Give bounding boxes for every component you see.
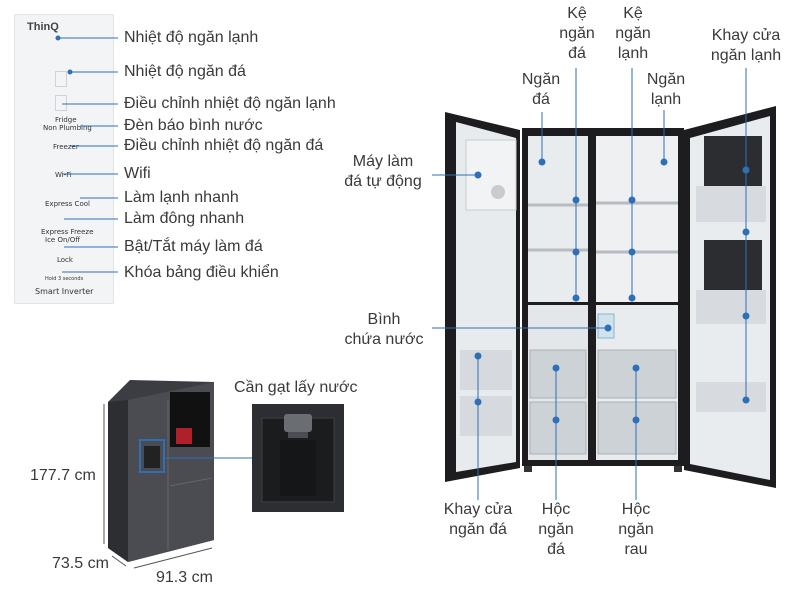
label-express-cool: Làm lạnh nhanh [124, 189, 239, 206]
label-water-indicator: Đèn báo bình nước [124, 117, 263, 134]
open-fridge [445, 106, 776, 488]
panel-item-lock: Lock [57, 256, 73, 264]
label-dispenser: Cần gạt lấy nước [234, 379, 358, 396]
dimension-height: 177.7 cm [30, 467, 96, 484]
label-drawer-freezer: Hộc ngăn đá [538, 501, 574, 558]
label-fridge-temp: Nhiệt độ ngăn lạnh [124, 29, 259, 46]
brand-logo: ThinQ [27, 21, 59, 33]
temp-display-fridge [55, 71, 67, 87]
temp-display-freezer [55, 95, 67, 111]
dimension-width: 91.3 cm [156, 569, 213, 586]
label-adjust-fridge: Điều chỉnh nhiệt độ ngăn lạnh [124, 95, 336, 112]
label-freezer: Ngăn đá [521, 71, 561, 108]
panel-item-express-cool: Express Cool [45, 200, 90, 208]
label-ice-maker: Máy làm đá tự động [344, 153, 422, 190]
label-adjust-freezer: Điều chỉnh nhiệt độ ngăn đá [124, 137, 324, 154]
panel-item-freezer: Freezer [53, 143, 79, 151]
dimension-depth: 73.5 cm [52, 555, 109, 572]
label-fridge: Ngăn lạnh [646, 71, 686, 108]
label-ice-on-off: Bật/Tắt máy làm đá [124, 238, 263, 255]
smart-inverter-badge: Smart Inverter [35, 287, 94, 296]
fridge-exterior [108, 380, 214, 562]
panel-item-hold: Hold 3 seconds [45, 276, 84, 282]
dispenser-closeup [252, 404, 344, 512]
panel-item-wifi: Wi-Fi [55, 171, 72, 179]
label-water-tank: Bình chứa nước [344, 311, 424, 348]
label-door-tray-freezer: Khay cửa ngăn đá [443, 501, 513, 538]
label-express-freeze: Làm đông nhanh [124, 210, 245, 227]
label-wifi: Wifi [124, 165, 151, 182]
panel-item-express-freeze: Express Freeze [41, 228, 94, 236]
panel-item-ice-on-off: Ice On/Off [45, 236, 81, 244]
label-shelf-fridge: Kệ ngăn lạnh [615, 5, 651, 62]
label-drawer-vegetable: Hộc ngăn rau [618, 501, 654, 558]
panel-item-fridge: Fridge [55, 116, 77, 124]
panel-item-non-plumbing: Non Plumbing [43, 124, 92, 132]
label-freezer-temp: Nhiệt độ ngăn đá [124, 63, 246, 80]
label-door-tray-fridge: Khay cửa ngăn lạnh [710, 27, 782, 64]
label-shelf-freezer: Kệ ngăn đá [559, 5, 595, 62]
control-panel: ThinQ Fridge Non Plumbing Freezer Wi-Fi … [14, 14, 114, 304]
label-lock-panel: Khóa bảng điều khiển [124, 264, 279, 281]
